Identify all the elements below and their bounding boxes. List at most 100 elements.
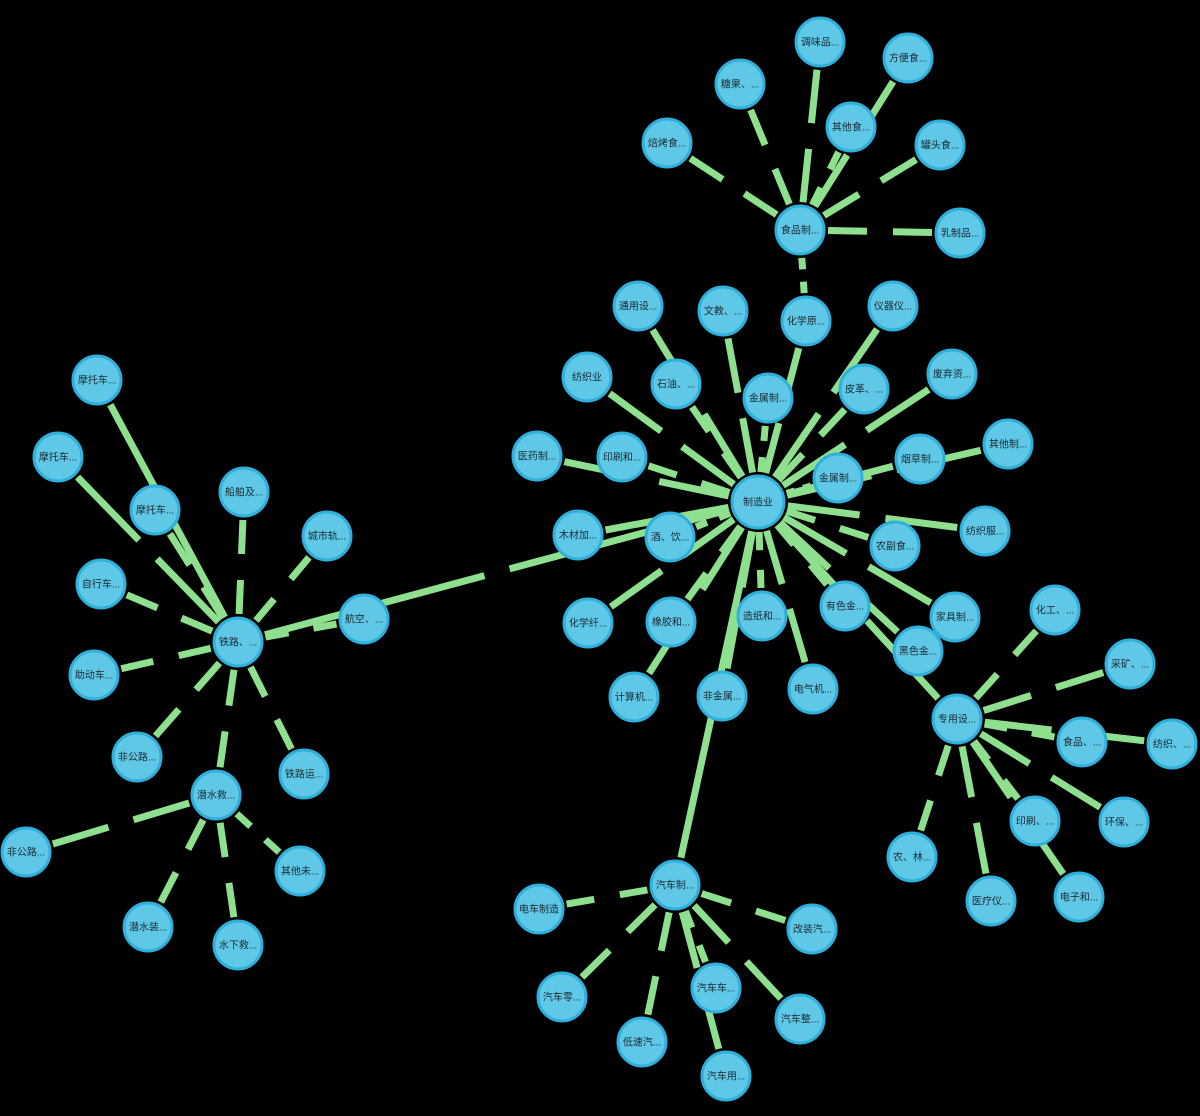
node-circle[interactable] [794, 16, 846, 68]
node-circle[interactable] [0, 826, 52, 878]
node-circle[interactable] [786, 903, 838, 955]
node-moto1[interactable]: 摩托车... [71, 354, 123, 406]
node-leather[interactable]: 皮革、... [838, 363, 890, 415]
node-autoparts[interactable]: 汽车零... [536, 971, 588, 1023]
node-circle[interactable] [536, 971, 588, 1023]
node-circle[interactable] [892, 625, 944, 677]
node-circle[interactable] [697, 285, 749, 337]
node-food[interactable]: 食品制... [774, 204, 826, 256]
node-metalprod2[interactable]: 金属制... [812, 452, 864, 504]
node-circle[interactable] [338, 593, 390, 645]
node-envprot[interactable]: 环保、... [1098, 796, 1150, 848]
node-circle[interactable] [730, 474, 786, 530]
node-ferrous[interactable]: 黑色金... [892, 625, 944, 677]
node-petro[interactable]: 石油、... [650, 358, 702, 410]
node-circle[interactable] [780, 295, 832, 347]
node-circle[interactable] [650, 358, 702, 410]
node-bicycle[interactable]: 自行车... [75, 558, 127, 610]
node-urbanrail[interactable]: 城市轨... [301, 510, 353, 562]
node-modcar[interactable]: 改装汽... [786, 903, 838, 955]
node-circle[interactable] [1056, 716, 1108, 768]
node-drinks[interactable]: 酒、饮... [644, 511, 696, 563]
node-wood[interactable]: 木材加... [552, 509, 604, 561]
node-circle[interactable] [1053, 871, 1105, 923]
node-circle[interactable] [511, 430, 563, 482]
node-circle[interactable] [190, 769, 242, 821]
node-culture[interactable]: 文教、... [697, 285, 749, 337]
node-bakery[interactable]: 焙烤食... [641, 117, 693, 169]
node-computer[interactable]: 计算机... [608, 671, 660, 723]
node-chemraw[interactable]: 化学原... [780, 295, 832, 347]
node-moto2[interactable]: 摩托车... [32, 431, 84, 483]
node-canned[interactable]: 罐头食... [914, 119, 966, 171]
node-circle[interactable] [644, 511, 696, 563]
node-circle[interactable] [774, 993, 826, 1045]
node-circle[interactable] [513, 883, 565, 935]
node-circle[interactable] [931, 693, 983, 745]
node-circle[interactable] [1146, 718, 1198, 770]
node-circle[interactable] [742, 372, 794, 424]
node-circle[interactable] [562, 597, 614, 649]
node-furniture[interactable]: 家具制... [929, 591, 981, 643]
node-circle[interactable] [869, 520, 921, 572]
node-divingeq[interactable]: 潜水装... [122, 901, 174, 953]
node-circle[interactable] [274, 845, 326, 897]
node-otherfood[interactable]: 其他食... [825, 101, 877, 153]
node-medical[interactable]: 医疗仪... [965, 875, 1017, 927]
node-circle[interactable] [122, 901, 174, 953]
node-circle[interactable] [825, 101, 877, 153]
node-circle[interactable] [561, 351, 613, 403]
node-railtrans[interactable]: 铁路运... [278, 748, 330, 800]
node-circle[interactable] [959, 505, 1011, 557]
node-circle[interactable] [700, 1050, 752, 1102]
node-ship[interactable]: 船舶及... [218, 466, 270, 518]
node-circle[interactable] [1104, 638, 1156, 690]
node-circle[interactable] [129, 484, 181, 536]
node-circle[interactable] [965, 875, 1017, 927]
node-offroad1[interactable]: 非公路... [111, 731, 163, 783]
node-circle[interactable] [934, 207, 986, 259]
node-circle[interactable] [838, 363, 890, 415]
node-aero[interactable]: 航空、... [338, 593, 390, 645]
node-circle[interactable] [71, 354, 123, 406]
node-circle[interactable] [111, 731, 163, 783]
node-wholecar[interactable]: 汽车整... [774, 993, 826, 1045]
node-moped[interactable]: 助动车... [68, 649, 120, 701]
node-chemfiber[interactable]: 化学纤... [562, 597, 614, 649]
node-circle[interactable] [218, 466, 270, 518]
node-pharma[interactable]: 医药制... [511, 430, 563, 482]
node-circle[interactable] [819, 580, 871, 632]
node-circle[interactable] [616, 1016, 668, 1068]
node-printing[interactable]: 印刷和... [596, 431, 648, 483]
node-underwater[interactable]: 水下救... [212, 919, 264, 971]
node-special[interactable]: 专用设... [931, 693, 983, 745]
node-othermfg[interactable]: 其他制... [982, 418, 1034, 470]
node-electric[interactable]: 电气机... [787, 663, 839, 715]
node-nonmetal[interactable]: 非金属... [696, 670, 748, 722]
node-mining[interactable]: 采矿、... [1104, 638, 1156, 690]
node-circle[interactable] [1098, 796, 1150, 848]
node-rubber[interactable]: 橡胶和... [645, 596, 697, 648]
node-circle[interactable] [982, 418, 1034, 470]
node-circle[interactable] [68, 649, 120, 701]
node-submarine[interactable]: 潜水救... [190, 769, 242, 821]
node-circle[interactable] [736, 590, 788, 642]
node-lowspeed[interactable]: 低速汽... [616, 1016, 668, 1068]
node-circle[interactable] [212, 616, 264, 668]
node-circle[interactable] [886, 831, 938, 883]
node-circle[interactable] [914, 119, 966, 171]
node-circle[interactable] [75, 558, 127, 610]
node-circle[interactable] [596, 431, 648, 483]
node-nonferrous[interactable]: 有色金... [819, 580, 871, 632]
node-circle[interactable] [882, 32, 934, 84]
node-circle[interactable] [926, 348, 978, 400]
node-waste[interactable]: 废弃资... [926, 348, 978, 400]
node-moto3[interactable]: 摩托车... [129, 484, 181, 536]
node-ev[interactable]: 电车制造 [513, 883, 565, 935]
node-autouse[interactable]: 汽车用... [700, 1050, 752, 1102]
node-circle[interactable] [32, 431, 84, 483]
node-candy[interactable]: 糖果、... [714, 58, 766, 110]
node-circle[interactable] [690, 962, 742, 1014]
node-agrifood[interactable]: 农副食... [869, 520, 921, 572]
node-metalprod[interactable]: 金属制... [742, 372, 794, 424]
